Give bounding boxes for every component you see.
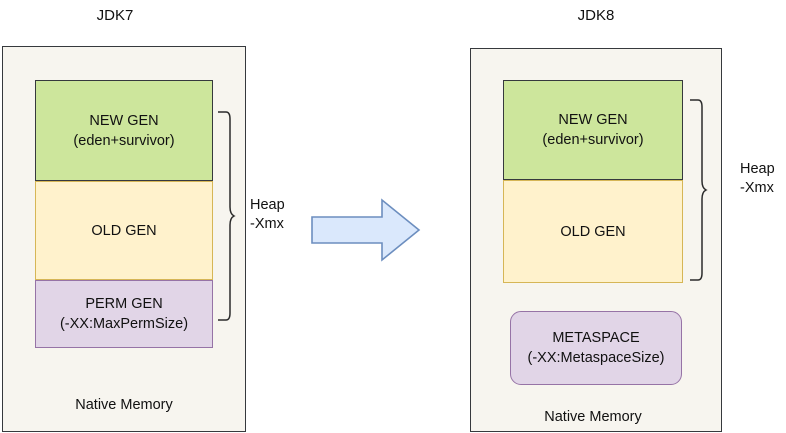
page-title-jdk7: JDK7 [96,7,134,24]
region-label-primary: METASPACE [552,330,640,346]
heap-label-line1: Heap [740,161,775,177]
page-title-jdk8: JDK8 [577,7,615,24]
memory-region-perm-gen-jdk7[interactable]: PERM GEN (-XX:MaxPermSize) [35,280,213,348]
native-memory-label-jdk8: Native Memory [544,409,642,425]
heap-brace-jdk7 [218,111,236,321]
heap-xmx-label-jdk7: Heap -Xmx [250,196,285,234]
region-label-primary: OLD GEN [560,223,626,240]
native-memory-label-jdk7: Native Memory [75,397,173,413]
region-label-primary: PERM GEN [85,296,163,312]
region-label-primary: OLD GEN [91,222,157,239]
memory-region-new-gen-jdk7[interactable]: NEW GEN (eden+survivor) [35,80,213,181]
heap-brace-jdk8 [690,99,708,281]
right-arrow-icon [311,198,421,262]
memory-region-new-gen-jdk8[interactable]: NEW GEN (eden+survivor) [503,80,683,180]
memory-region-old-gen-jdk8[interactable]: OLD GEN [503,180,683,283]
region-label-secondary: (-XX:MaxPermSize) [59,316,189,332]
heap-label-line2: -Xmx [740,180,774,196]
heap-label-line2: -Xmx [250,216,284,232]
heap-label-line1: Heap [250,197,285,213]
region-label-secondary: (-XX:MetaspaceSize) [527,350,665,366]
memory-region-metaspace-jdk8[interactable]: METASPACE (-XX:MetaspaceSize) [510,311,682,385]
heap-xmx-label-jdk8: Heap -Xmx [740,160,775,198]
memory-region-old-gen-jdk7[interactable]: OLD GEN [35,181,213,280]
region-label-primary: NEW GEN [89,112,159,129]
region-label-secondary: (eden+survivor) [542,132,644,148]
region-label-secondary: (eden+survivor) [73,132,175,149]
region-label-primary: NEW GEN [558,112,628,128]
